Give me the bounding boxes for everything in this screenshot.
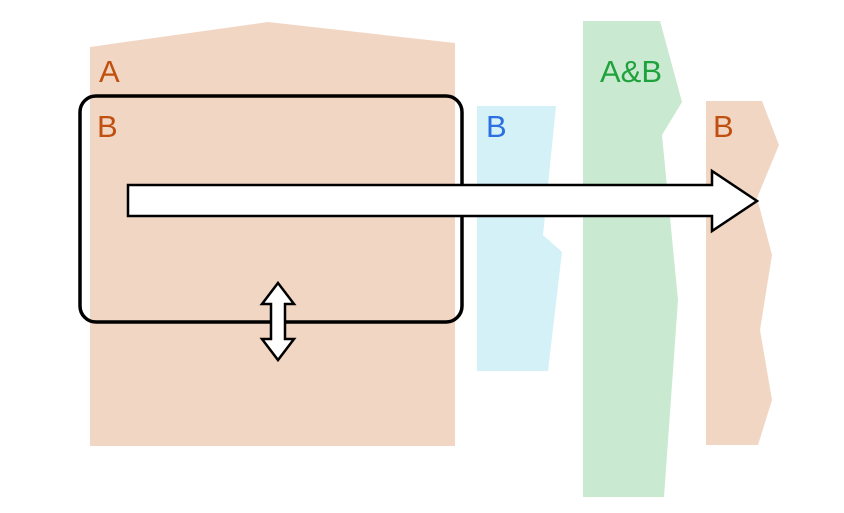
- vertical-double-arrow: [259, 280, 297, 363]
- cyan-band-shape: [477, 106, 562, 371]
- label-region-ab: A&B: [600, 54, 662, 89]
- green-band-shape: [583, 21, 682, 497]
- label-region-b-cyan: B: [486, 109, 507, 144]
- label-region-b-right: B: [713, 109, 734, 144]
- region-a-shape: [90, 22, 455, 446]
- label-region-b-left: B: [97, 109, 118, 144]
- horizontal-arrow: [126, 168, 760, 234]
- label-region-a: A: [99, 54, 120, 89]
- right-salmon-band-shape: [706, 101, 779, 445]
